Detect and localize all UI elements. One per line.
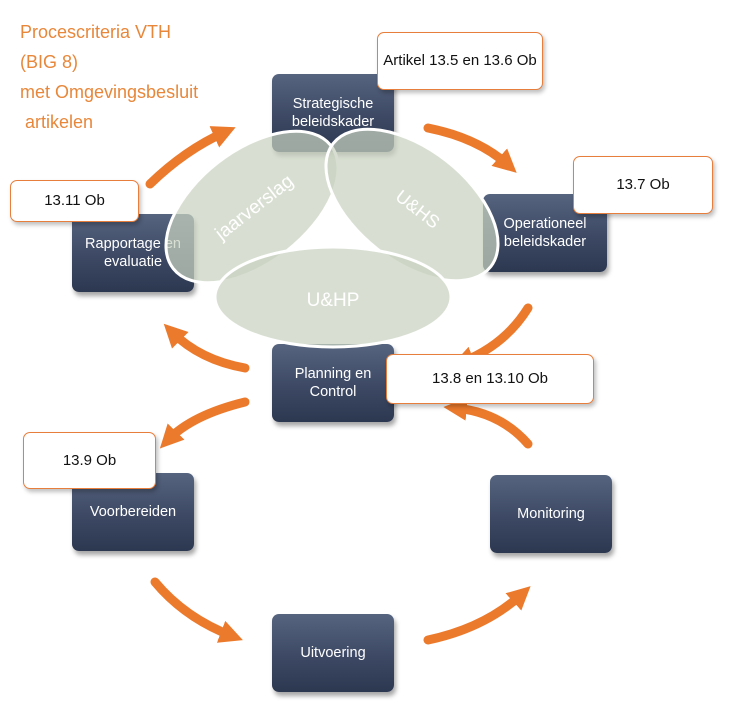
callout-13-9-text: 13.9 Ob bbox=[62, 451, 117, 469]
ellipse-uhp bbox=[213, 245, 453, 349]
callout-13-7: 13.7 Ob bbox=[573, 156, 713, 214]
arrow-voorbereiden-to-uitvoering bbox=[150, 577, 243, 643]
arrow-monitoring-to-planning bbox=[443, 397, 533, 449]
node-operationeel: Operationeel beleidskader bbox=[483, 194, 607, 272]
callout-13-11-text: 13.11 Ob bbox=[44, 192, 105, 209]
callout-artikel-13-5-text: Artikel 13.5 en 13.6 Ob bbox=[383, 52, 537, 69]
arrow-rapportage-to-strategisch bbox=[145, 126, 236, 189]
callout-13-7-text: 13.7 Ob bbox=[616, 176, 670, 193]
callout-13-8-13-10: 13.8 en 13.10 Ob bbox=[386, 354, 594, 404]
node-strategisch-label: Strategische beleidskader bbox=[291, 96, 375, 130]
node-operationeel-label: Operationeel beleidskader bbox=[503, 216, 587, 250]
title-line-1: Procescriteria VTH bbox=[20, 22, 172, 42]
callout-artikel-13-5: Artikel 13.5 en 13.6 Ob bbox=[377, 32, 543, 90]
node-uitvoering: Uitvoering bbox=[272, 614, 394, 692]
callout-13-8-13-10-text: 13.8 en 13.10 Ob bbox=[432, 370, 548, 387]
arrow-planning-to-rapportage bbox=[163, 323, 250, 373]
node-monitoring-label: Monitoring bbox=[517, 506, 585, 522]
arrow-planning-to-voorbereiden bbox=[159, 397, 250, 449]
callout-13-9: 13.9 Ob bbox=[23, 432, 156, 489]
node-voorbereiden-label: Voorbereiden bbox=[89, 504, 177, 520]
title-line-2: (BIG 8) bbox=[20, 52, 79, 72]
arrow-uitvoering-to-monitoring bbox=[423, 586, 531, 645]
node-monitoring: Monitoring bbox=[490, 475, 612, 553]
arrow-strategisch-to-operationeel bbox=[423, 123, 517, 173]
ellipse-uhp-label: U&HP bbox=[307, 290, 360, 311]
node-planning-label: Planning en Control bbox=[294, 366, 372, 400]
title-line-4: artikelen bbox=[20, 112, 94, 132]
callout-13-11: 13.11 Ob bbox=[10, 180, 139, 222]
node-uitvoering-label: Uitvoering bbox=[300, 645, 366, 661]
title-line-3: met Omgevingsbesluit bbox=[20, 82, 199, 102]
node-planning: Planning en Control bbox=[272, 344, 394, 422]
